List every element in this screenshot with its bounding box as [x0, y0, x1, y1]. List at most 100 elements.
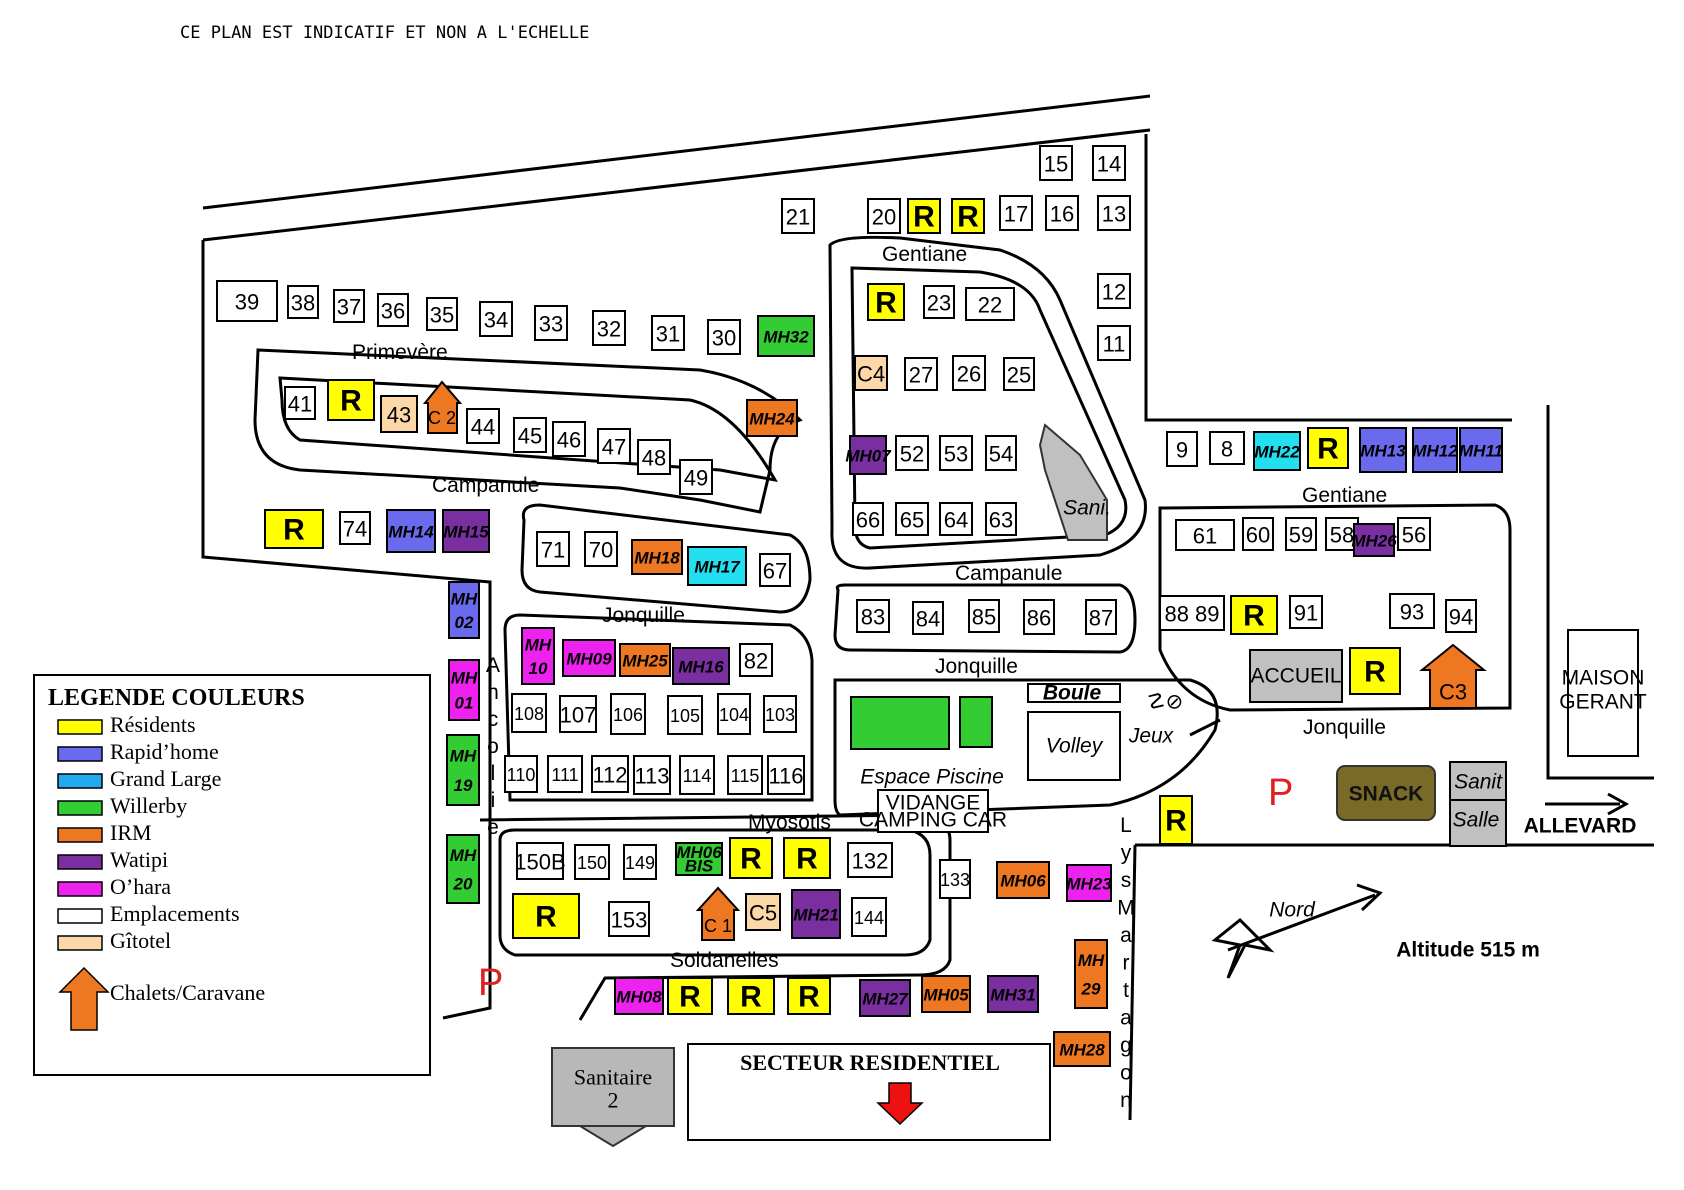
residential-sector[interactable]: SECTEUR RESIDENTIEL	[687, 1043, 1051, 1141]
pitch-lot[interactable]: 37	[333, 289, 365, 323]
resident-lot[interactable]: R	[907, 198, 941, 234]
pitch-lot[interactable]: 31	[651, 315, 685, 351]
pitch-lot[interactable]: 47	[597, 428, 631, 464]
resident-lot[interactable]: R	[1159, 795, 1193, 845]
chalet-c1[interactable]: C 1	[695, 886, 741, 941]
pitch-lot[interactable]: 67	[759, 553, 791, 587]
reception[interactable]: ACCUEIL	[1249, 649, 1343, 703]
motorhome-drain[interactable]: VIDANGE CAMPING CAR	[859, 789, 1007, 833]
resident-lot[interactable]: R	[783, 837, 831, 879]
pitch-lot[interactable]: 22	[965, 287, 1015, 321]
pitch-lot[interactable]: 87	[1085, 599, 1117, 635]
pitch-lot[interactable]: 59	[1285, 517, 1317, 551]
pitch-lot[interactable]: 32	[592, 310, 626, 346]
resident-lot[interactable]: R	[512, 893, 580, 939]
pitch-lot[interactable]: 132	[847, 842, 893, 878]
pitch-lot[interactable]: 106	[610, 693, 646, 735]
mobile-home-lot[interactable]: MH22	[1253, 431, 1301, 471]
pitch-lot[interactable]: 115	[727, 755, 763, 795]
pitch-lot[interactable]: 107	[559, 695, 597, 733]
resident-lot[interactable]: R	[729, 837, 773, 879]
pitch-lot[interactable]: 93	[1389, 593, 1435, 629]
resident-lot[interactable]: R	[327, 379, 375, 421]
pitch-lot[interactable]: 23	[923, 285, 955, 319]
pitch-lot[interactable]: 16	[1045, 195, 1079, 231]
mobile-home-lot[interactable]: MH26	[1351, 523, 1397, 557]
mobile-home-lot[interactable]: MH21	[791, 889, 841, 939]
pitch-lot[interactable]: 36	[377, 293, 409, 327]
pitch-lot[interactable]: 113	[633, 755, 671, 795]
snack-bar[interactable]: SNACK	[1336, 765, 1436, 821]
pitch-lot[interactable]: 105	[667, 695, 703, 735]
sanitary-block[interactable]: Sani.	[1038, 423, 1111, 541]
mobile-home-lot[interactable]: MH31	[987, 975, 1039, 1013]
mobile-home-lot[interactable]: MH28	[1053, 1031, 1111, 1067]
mobile-home-lot[interactable]: MH23	[1066, 864, 1112, 902]
pitch-lot[interactable]: 133	[939, 859, 971, 899]
pitch-lot[interactable]: 38	[287, 285, 319, 319]
mobile-home-lot[interactable]: MH13	[1359, 427, 1407, 473]
resident-lot[interactable]: R	[951, 198, 985, 234]
mobile-home-lot[interactable]: MH32	[757, 315, 815, 357]
mobile-home-lot[interactable]: MH17	[687, 546, 747, 586]
resident-lot[interactable]: R	[667, 977, 713, 1015]
pitch-lot[interactable]: 17	[999, 195, 1033, 231]
gitotel-lot[interactable]: C4	[854, 355, 888, 391]
pitch-lot[interactable]: 74	[339, 511, 371, 545]
pitch-lot[interactable]: 56	[1397, 517, 1431, 551]
pitch-lot[interactable]: 27	[904, 357, 938, 391]
mobile-home-lot[interactable]: MH05	[921, 975, 971, 1013]
pitch-lot[interactable]: 103	[763, 695, 797, 733]
mobile-home-lot[interactable]: MH27	[859, 979, 911, 1017]
mobile-home-lot[interactable]: MH12	[1412, 427, 1458, 473]
pitch-lot[interactable]: 8	[1209, 431, 1245, 465]
pitch-lot[interactable]: 144	[851, 897, 887, 937]
pitch-lot[interactable]: 88 89	[1159, 595, 1225, 631]
pitch-lot[interactable]: 25	[1003, 357, 1035, 391]
pitch-lot[interactable]: 34	[479, 301, 513, 337]
resident-lot[interactable]: R	[1307, 427, 1349, 469]
mobile-home-lot[interactable]: MH11	[1459, 427, 1503, 473]
pitch-lot[interactable]: 85	[968, 599, 1000, 633]
pitch-lot[interactable]: 64	[939, 502, 973, 536]
pitch-lot[interactable]: 53	[939, 435, 973, 471]
pitch-lot[interactable]: 35	[426, 297, 458, 331]
pool-area[interactable]: Espace Piscine	[850, 696, 1004, 789]
mobile-home-lot[interactable]: MH06	[996, 861, 1050, 899]
pitch-lot[interactable]: 20	[867, 198, 901, 234]
pitch-lot[interactable]: 11	[1097, 325, 1131, 361]
pitch-lot[interactable]: 153	[608, 901, 650, 937]
volley-court[interactable]: Volley	[1027, 711, 1121, 781]
pitch-lot[interactable]: 9	[1166, 431, 1198, 467]
pitch-lot[interactable]: 71	[536, 531, 570, 567]
pitch-lot[interactable]: 12	[1097, 273, 1131, 309]
pitch-lot[interactable]: 65	[895, 502, 929, 536]
pitch-lot[interactable]: 60	[1242, 517, 1274, 551]
sanitary-2[interactable]: Sanitaire 2	[551, 1047, 675, 1148]
gitotel-lot[interactable]: C5	[745, 893, 781, 931]
pitch-lot[interactable]: 39	[216, 280, 278, 322]
pitch-lot[interactable]: 43	[380, 395, 418, 433]
mobile-home-lot[interactable]: MH09	[562, 639, 616, 677]
pitch-lot[interactable]: 112	[591, 755, 629, 793]
pitch-lot[interactable]: 114	[679, 755, 715, 795]
resident-lot[interactable]: R	[264, 509, 324, 549]
pitch-lot[interactable]: 86	[1023, 599, 1055, 635]
chalet-c3[interactable]: C3	[1419, 643, 1487, 709]
resident-lot[interactable]: R	[1230, 595, 1278, 635]
pitch-lot[interactable]: 14	[1092, 145, 1126, 181]
mobile-home-lot[interactable]: MH25	[619, 643, 671, 677]
pitch-lot[interactable]: 91	[1289, 595, 1323, 629]
pitch-lot[interactable]: 48	[637, 439, 671, 475]
mobile-home-lot[interactable]: MH14	[386, 509, 436, 553]
resident-lot[interactable]: R	[727, 977, 775, 1015]
pitch-lot[interactable]: 83	[856, 599, 890, 633]
resident-lot[interactable]: R	[1349, 647, 1401, 695]
pitch-lot[interactable]: 111	[547, 755, 583, 793]
